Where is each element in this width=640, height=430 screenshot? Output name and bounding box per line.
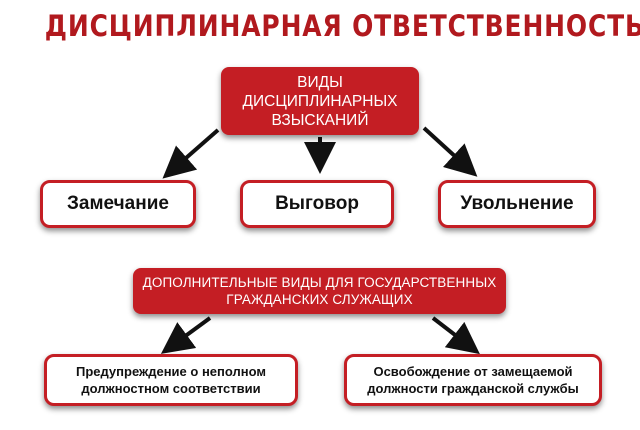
additional-penalties-header-label: ДОПОЛНИТЕЛЬНЫЕ ВИДЫ ДЛЯ ГОСУДАРСТВЕННЫХ …: [142, 275, 497, 307]
arrow-to-osvobozhdenie: [431, 316, 480, 355]
additional-penalties-header: ДОПОЛНИТЕЛЬНЫЕ ВИДЫ ДЛЯ ГОСУДАРСТВЕННЫХ …: [133, 268, 506, 314]
penalty-label-osvobozhdenie: Освобождение от замещаемой должности гра…: [367, 364, 579, 396]
penalty-box-zamechanie: Замечание: [40, 180, 196, 228]
penalty-label-preduprezhdenie: Предупреждение о неполном должностном со…: [76, 364, 266, 396]
disciplinary-penalties-header: ВИДЫ ДИСЦИПЛИНАРНЫХ ВЗЫСКАНИЙ: [221, 67, 419, 135]
arrow-to-uvolnenie: [422, 126, 478, 177]
penalty-label-vygovor: Выговор: [275, 193, 359, 214]
penalty-box-vygovor: Выговор: [240, 180, 394, 228]
penalty-box-preduprezhdenie: Предупреждение о неполном должностном со…: [44, 354, 298, 406]
penalty-box-osvobozhdenie: Освобождение от замещаемой должности гра…: [344, 354, 602, 406]
penalty-label-uvolnenie: Увольнение: [460, 193, 574, 214]
page-title: ДИСЦИПЛИНАРНАЯ ОТВЕТСТВЕННОСТЬ: [44, 9, 640, 43]
penalty-box-uvolnenie: Увольнение: [438, 180, 596, 228]
arrow-to-preduprezhdenie: [160, 316, 212, 354]
disciplinary-penalties-header-label: ВИДЫ ДИСЦИПЛИНАРНЫХ ВЗЫСКАНИЙ: [242, 73, 398, 129]
arrow-to-zamechanie: [162, 128, 220, 179]
penalty-label-zamechanie: Замечание: [67, 193, 169, 214]
